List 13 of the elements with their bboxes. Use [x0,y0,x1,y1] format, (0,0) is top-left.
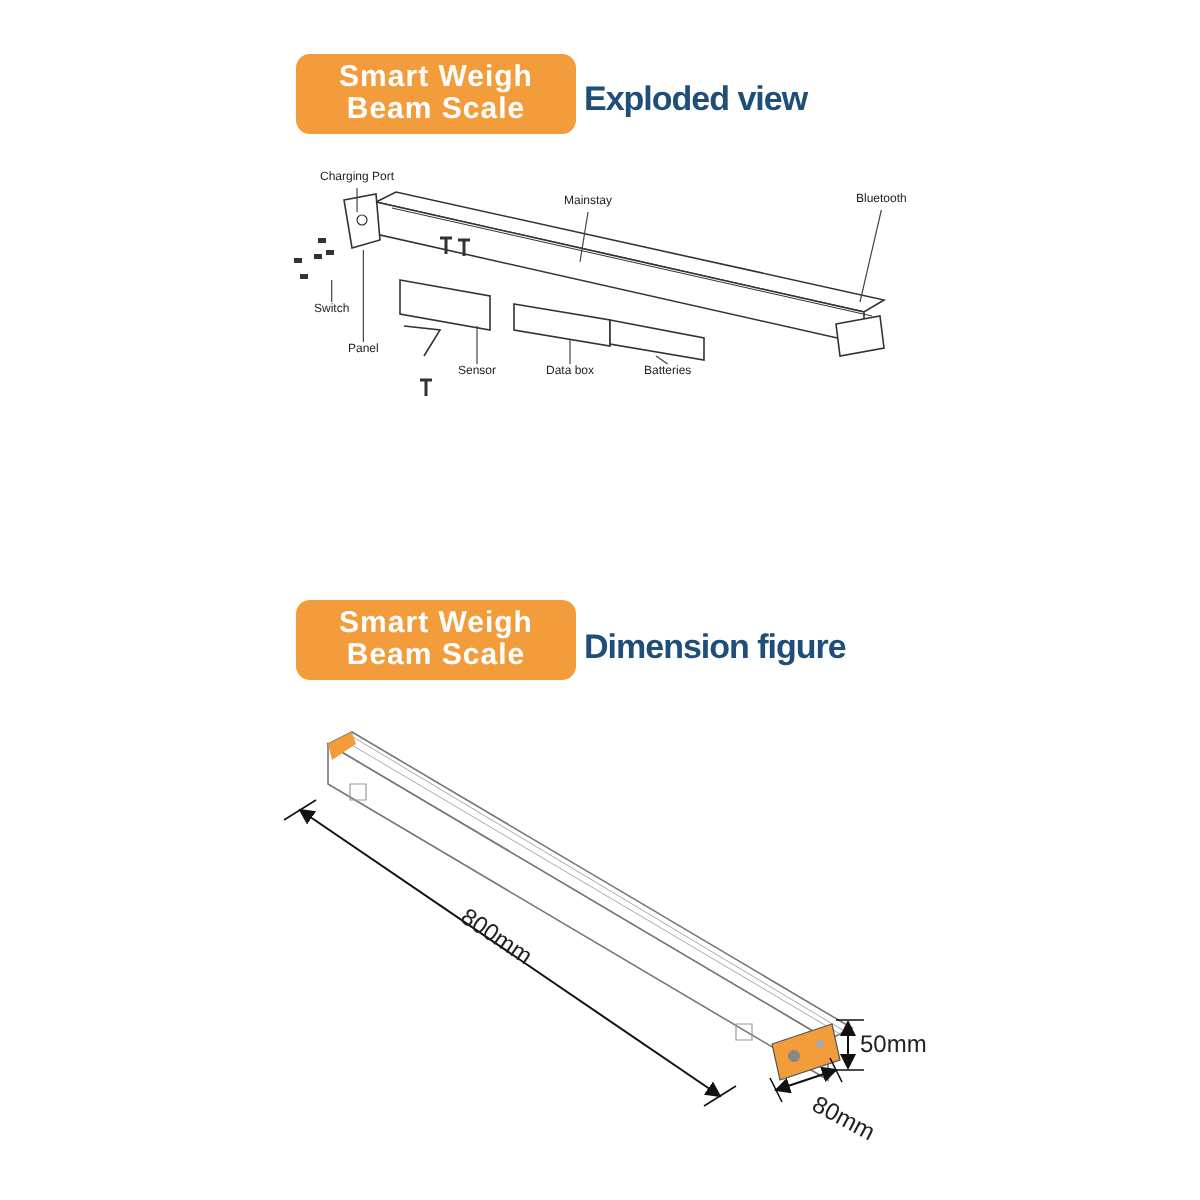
dimension-label: 50mm [860,1032,927,1058]
leader-line [476,325,478,365]
section-heading: Dimension figure [584,628,846,668]
leader-line [331,279,333,303]
leader-line [356,187,358,213]
leader-line [859,209,882,303]
leader-line [362,249,364,343]
leader-line [579,211,589,263]
title-badge: Smart Weigh Beam Scale [296,600,576,680]
leader-line [569,339,571,365]
leader-line [655,355,669,365]
title-badge: Smart Weigh Beam Scale [296,54,576,134]
section-heading: Exploded view [584,80,808,120]
